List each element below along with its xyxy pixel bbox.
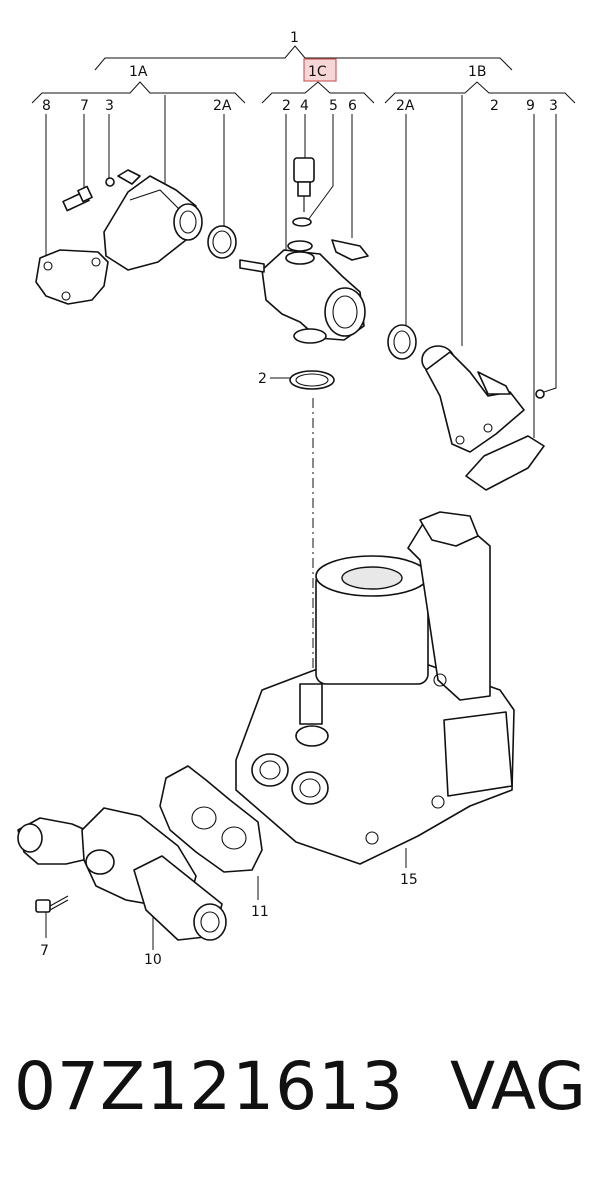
label-left-7: 7 <box>80 98 89 114</box>
retaining-clip-6 <box>331 239 369 261</box>
label-group-1b: 1B <box>468 64 487 80</box>
coolant-pipe-1a <box>35 169 203 305</box>
group-1c-highlight <box>303 58 337 82</box>
oil-filter-housing-15 <box>235 511 515 865</box>
leader-lines <box>45 95 557 950</box>
label-group-1c: 1C <box>308 64 327 80</box>
thermostat-housing <box>239 249 366 344</box>
label-mid-6: 6 <box>348 98 357 114</box>
label-mid-4: 4 <box>300 98 309 114</box>
label-group-1a: 1A <box>129 64 148 80</box>
label-callout-2: 2 <box>258 371 267 387</box>
coolant-flange-10 <box>17 807 227 941</box>
o-ring-2a-left <box>207 225 237 259</box>
o-ring-2-top <box>287 240 313 252</box>
part-number: 07Z121613 <box>14 1048 405 1125</box>
label-callout-15: 15 <box>400 872 418 888</box>
o-ring-5 <box>292 217 312 227</box>
label-right-2a: 2A <box>396 98 415 114</box>
label-callout-11: 11 <box>251 904 269 920</box>
coolant-pipe-1b <box>421 345 525 453</box>
bolt-7-top <box>62 185 93 212</box>
label-right-9: 9 <box>526 98 535 114</box>
gasket-11-port-a <box>191 806 217 830</box>
brand-name: VAG <box>449 1048 586 1125</box>
label-right-3: 3 <box>549 98 558 114</box>
label-callout-7: 7 <box>40 943 49 959</box>
label-left-2a: 2A <box>213 98 232 114</box>
o-ring-2-bottom <box>289 370 335 390</box>
label-left-3: 3 <box>105 98 114 114</box>
label-callout-10: 10 <box>144 952 162 968</box>
clip-3-left <box>105 177 115 187</box>
temperature-sensor-4 <box>293 157 315 212</box>
label-mid-5: 5 <box>329 98 338 114</box>
label-group-1: 1 <box>290 30 299 46</box>
label-right-2: 2 <box>490 98 499 114</box>
exploded-parts-diagram: 1 1A 1C 1B 8 7 3 2A 2 4 5 6 2A 2 9 3 2 1… <box>17 30 576 968</box>
group-brackets <box>31 45 576 104</box>
label-mid-2: 2 <box>282 98 291 114</box>
gasket-9 <box>465 435 545 491</box>
caption-bar: 07Z121613 VAG <box>0 1048 600 1168</box>
gasket-11 <box>159 765 263 873</box>
bolt-7-bottom <box>35 895 69 913</box>
clip-3-right <box>535 389 545 399</box>
o-ring-2a-right <box>387 324 417 360</box>
label-left-8: 8 <box>42 98 51 114</box>
gasket-11-port-b <box>221 826 247 850</box>
